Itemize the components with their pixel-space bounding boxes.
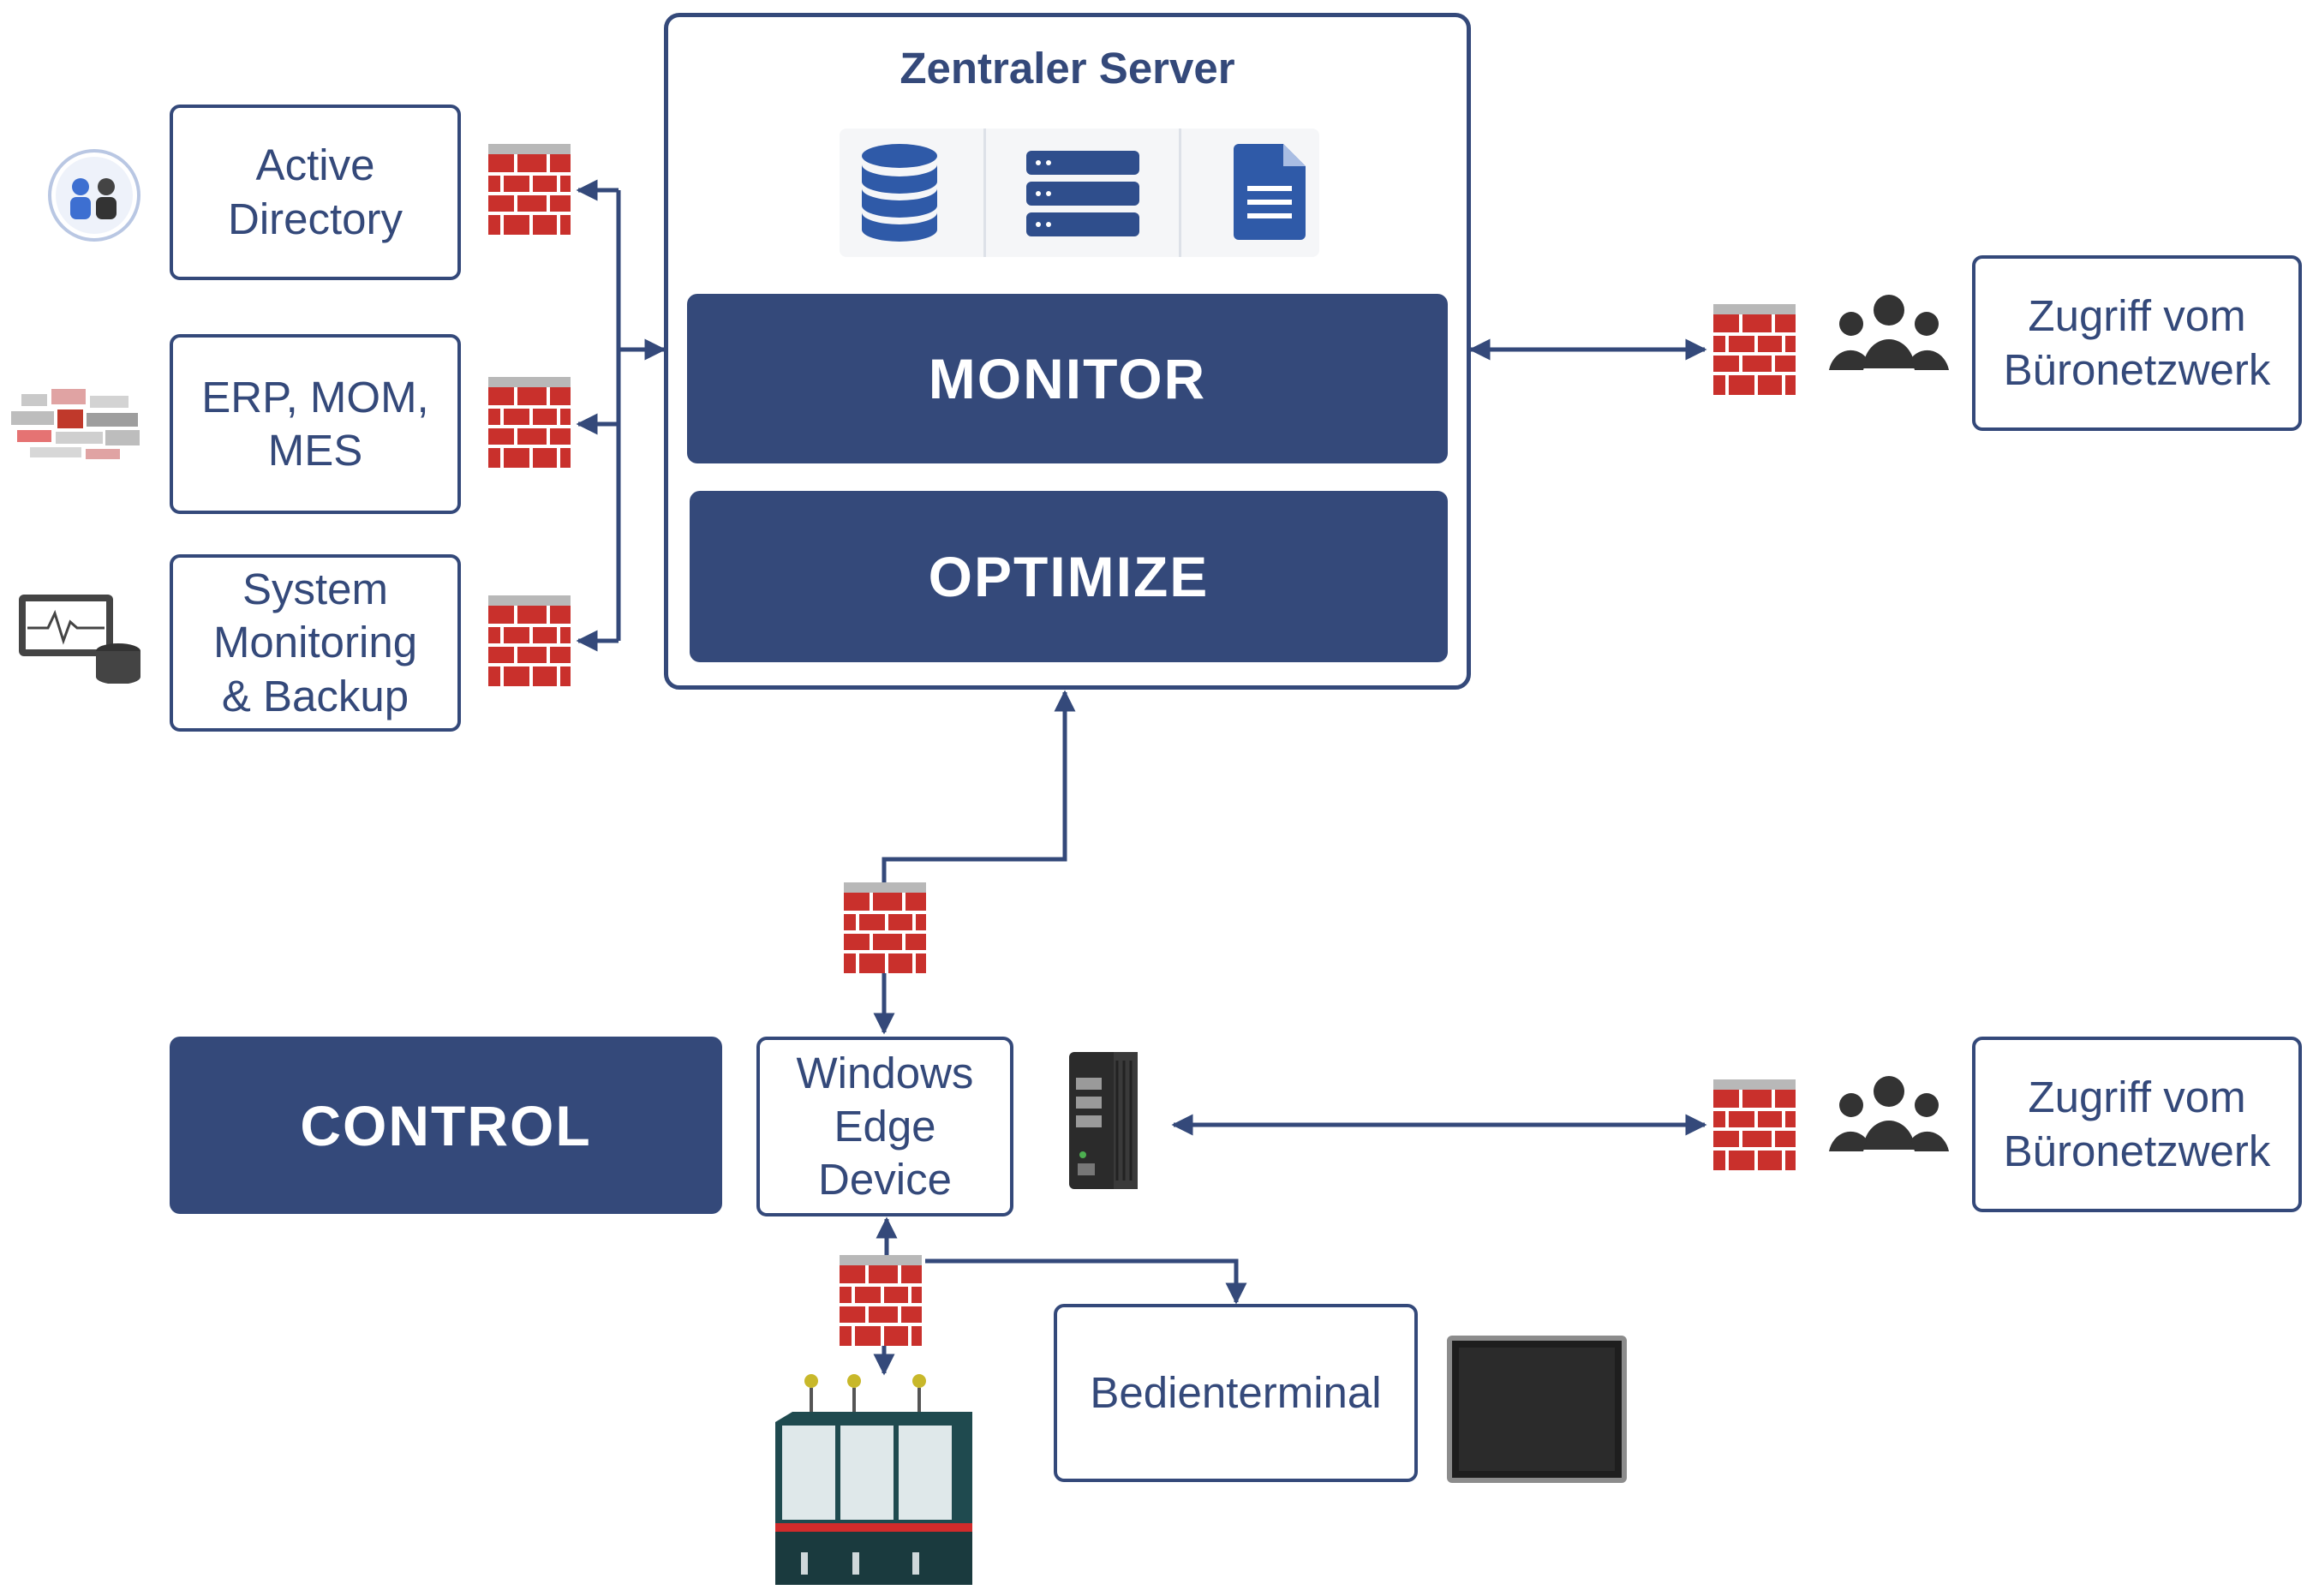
divider <box>983 129 986 257</box>
firewall-icon <box>840 1255 922 1350</box>
system-monitoring-backup-box: System Monitoring & Backup <box>170 554 461 732</box>
divider <box>1179 129 1181 257</box>
monitor-block: MONITOR <box>687 294 1448 463</box>
server-rack-icon <box>1026 151 1139 241</box>
firewall-icon <box>1713 304 1796 399</box>
group-people-icon <box>1829 1073 1949 1163</box>
optimize-block: OPTIMIZE <box>690 491 1448 662</box>
central-server-container: Zentraler Server <box>664 13 1471 690</box>
firewall-icon <box>844 882 926 977</box>
active-directory-box: Active Directory <box>170 105 461 280</box>
operator-terminal-box: Bedienterminal <box>1054 1304 1418 1482</box>
server-title: Zentraler Server <box>900 44 1235 93</box>
firewall-icon <box>488 144 571 239</box>
document-icon <box>1234 144 1306 244</box>
office-access-top-box: Zugriff vom Büronetzwerk <box>1972 255 2302 431</box>
edge-device-hardware-icon <box>1052 1043 1155 1202</box>
erp-mom-mes-box: ERP, MOM, MES <box>170 334 461 514</box>
firewall-icon <box>488 377 571 472</box>
users-circle-icon <box>45 146 144 245</box>
control-block: CONTROL <box>170 1037 722 1214</box>
windows-edge-device-box: Windows Edge Device <box>756 1037 1013 1216</box>
group-people-icon <box>1829 291 1949 381</box>
firewall-icon <box>488 595 571 690</box>
server-icon-strip <box>840 129 1319 257</box>
touch-panel-icon <box>1443 1332 1632 1491</box>
firewall-icon <box>1713 1079 1796 1175</box>
monitor-database-icon <box>15 589 144 684</box>
machine-icon <box>767 1371 981 1589</box>
office-access-bottom-box: Zugriff vom Büronetzwerk <box>1972 1037 2302 1212</box>
arrow-to-terminal <box>925 1258 1247 1305</box>
arrow-server-firewall <box>882 690 1076 882</box>
database-icon <box>857 142 942 248</box>
erp-collage-icon <box>4 377 150 471</box>
